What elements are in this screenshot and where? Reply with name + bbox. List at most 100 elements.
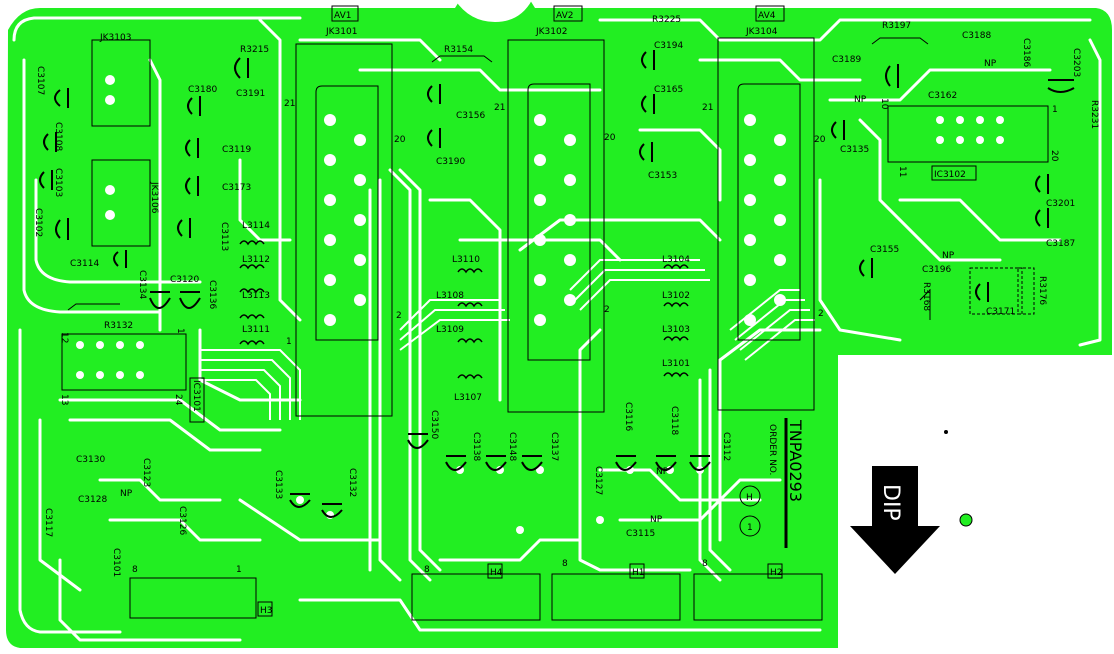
label-c3108: C3108 [53, 122, 63, 151]
small-dot [944, 430, 948, 434]
pin-20-b: 20 [604, 133, 616, 143]
ic3101-pin12: 12 [59, 332, 69, 343]
label-c3112: C3112 [721, 432, 731, 461]
label-c3165: C3165 [654, 85, 683, 95]
pin-21-c: 21 [702, 103, 713, 113]
order-no: ORDER NO. [767, 424, 777, 475]
header-pin8-h2: 8 [702, 559, 708, 569]
connector-labels: AV1 AV2 AV4 JK3101 JK3102 JK3104 JK3103 … [99, 11, 778, 214]
label-c3134: C3134 [137, 270, 147, 299]
label-jk3104: JK3104 [745, 27, 778, 37]
pin-21-b: 21 [494, 103, 505, 113]
label-c3107: C3107 [35, 66, 45, 95]
label-c3187: C3187 [1046, 239, 1075, 249]
label-c3119: C3119 [222, 145, 251, 155]
label-r3225: R3225 [652, 15, 681, 25]
label-jk3103: JK3103 [99, 33, 131, 43]
dip-arrow [850, 466, 940, 574]
dip-label: DIP [878, 484, 903, 521]
label-c3116: C3116 [623, 402, 633, 431]
pin-20-c: 20 [814, 135, 826, 145]
pin-2-c: 2 [818, 309, 824, 319]
label-c3103: C3103 [53, 168, 63, 197]
jack-outlines [61, 37, 1049, 621]
label-l3102: L3102 [662, 291, 690, 301]
label-c3190: C3190 [436, 157, 465, 167]
part-labels: R3215 C3191 R3154 R3225 C3194 R3197 C318… [33, 15, 1099, 577]
pin-2-a: 2 [396, 311, 402, 321]
label-c3155: C3155 [870, 245, 899, 255]
label-h2: H2 [770, 568, 783, 578]
label-c3127: C3127 [593, 466, 603, 495]
label-l3110: L3110 [452, 255, 480, 265]
label-r3231: R3231 [1089, 100, 1099, 129]
label-ic3101: IC3101 [191, 380, 201, 412]
pin-1-a: 1 [286, 337, 292, 347]
ic3101-pin1: 1 [175, 328, 185, 334]
label-l3101: L3101 [662, 359, 690, 369]
label-r3215: R3215 [240, 45, 269, 55]
jack-pin-labels: 21 20 2 1 21 20 2 21 20 2 [284, 99, 826, 347]
label-c3194: C3194 [654, 41, 683, 51]
label-np-1: NP [984, 59, 997, 69]
label-l3108: L3108 [436, 291, 464, 301]
label-c3120: C3120 [170, 275, 199, 285]
header-pin8-h3: 8 [132, 565, 138, 575]
label-ic3102: IC3102 [934, 170, 966, 180]
label-c3135: C3135 [840, 145, 869, 155]
label-c3138: C3138 [471, 432, 481, 461]
label-c3191: C3191 [236, 89, 265, 99]
label-jk3101: JK3101 [325, 27, 357, 37]
label-h1: H1 [632, 568, 645, 578]
label-c3196: C3196 [922, 265, 951, 275]
label-np-5: NP [650, 515, 663, 525]
label-np-6: NP [656, 467, 669, 477]
ic3102-pin11: 11 [897, 166, 907, 177]
label-c3114: C3114 [70, 259, 99, 269]
label-c3203: C3203 [1071, 48, 1081, 77]
label-np-4: NP [120, 489, 133, 499]
top-notch [455, 0, 532, 22]
label-c3156: C3156 [456, 111, 485, 121]
label-l3113: L3113 [242, 291, 270, 301]
label-c3150: C3150 [429, 410, 439, 439]
label-h4: H4 [490, 568, 503, 578]
capacitor-symbols [39, 50, 1075, 518]
legend-labels: TNPA0293 ORDER NO. H 1 DIP [746, 419, 903, 533]
traces [12, 16, 1102, 642]
pin-20-a: 20 [394, 135, 406, 145]
label-boxes [189, 5, 977, 617]
label-c3188: C3188 [962, 31, 991, 41]
pads [76, 75, 1004, 534]
label-l3107: L3107 [454, 393, 482, 403]
label-av4: AV4 [758, 11, 776, 21]
label-c3162: C3162 [928, 91, 957, 101]
label-jk3102: JK3102 [535, 27, 567, 37]
ic3102-pin10: 10 [879, 98, 889, 110]
label-c3128: C3128 [78, 495, 107, 505]
label-c3132: C3132 [347, 468, 357, 497]
label-c3123: C3123 [141, 458, 151, 487]
label-c3180: C3180 [188, 85, 217, 95]
label-av2: AV2 [556, 11, 573, 21]
ic3101-pin24: 24 [173, 394, 183, 406]
header-pin8-h1: 8 [562, 559, 568, 569]
label-c3118: C3118 [669, 406, 679, 435]
header-pin8-h4: 8 [424, 565, 430, 575]
ic3102-pin1: 1 [1052, 105, 1058, 115]
mark-h-circle [739, 485, 761, 507]
board-code: TNPA0293 [786, 419, 805, 502]
label-r3176: R3176 [1037, 276, 1047, 305]
label-jk3106: JK3106 [149, 181, 159, 214]
label-np-3: NP [942, 251, 955, 261]
copper-fill [6, 0, 1112, 648]
label-c3115: C3115 [626, 529, 655, 539]
label-c3130: C3130 [76, 455, 105, 465]
pin-2-b: 2 [604, 305, 610, 315]
label-c3133: C3133 [273, 470, 283, 499]
resistor-symbols [67, 37, 931, 320]
label-r3132: R3132 [104, 321, 133, 331]
label-l3114: L3114 [242, 221, 270, 231]
label-l3109: L3109 [436, 325, 464, 335]
